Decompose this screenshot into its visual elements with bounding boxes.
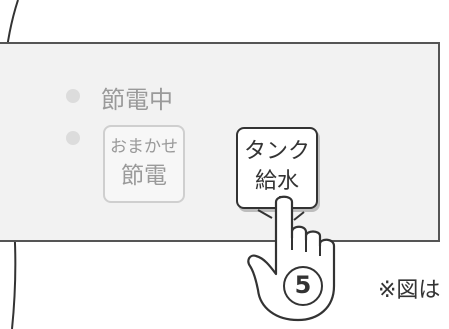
status-indicator-dot [66, 89, 80, 103]
step-number-badge: 5 [283, 266, 323, 306]
tank-button-line1: タンク [243, 139, 310, 164]
omakase-button-line1: おまかせ [110, 137, 178, 157]
indicator-label: 節電中 [101, 86, 173, 114]
tank-button-line2: 給水 [254, 169, 299, 194]
omakase-button-line2: 節電 [121, 163, 167, 189]
tank-water-button[interactable]: タンク 給水 [236, 127, 318, 209]
omakase-indicator-dot [66, 131, 80, 145]
footnote-text: ※図は [378, 278, 441, 303]
omakase-setsuden-button[interactable]: おまかせ 節電 [103, 125, 185, 203]
control-panel [0, 42, 440, 242]
